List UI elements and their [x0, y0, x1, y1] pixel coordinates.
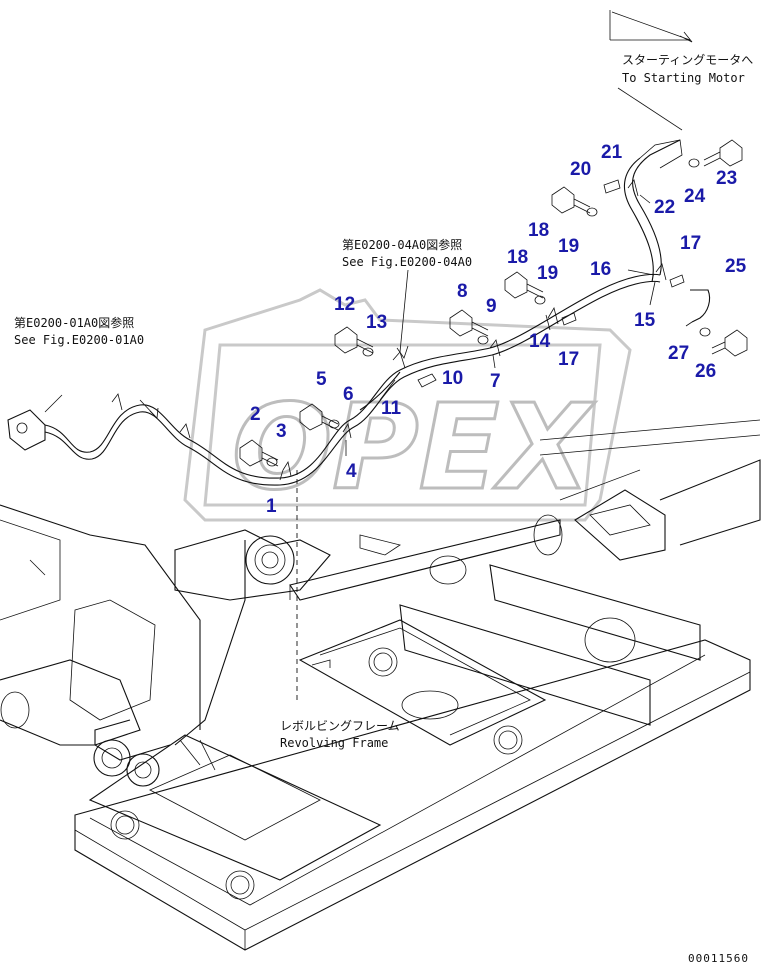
callout-24: 24: [684, 186, 706, 207]
callout-18a: 18: [528, 220, 549, 241]
callout-18b: 18: [507, 247, 528, 268]
note-fig04-en: See Fig.E0200-04A0: [342, 255, 472, 269]
watermark-logo: OPEX: [183, 288, 632, 522]
callout-1: 1: [266, 496, 277, 517]
callout-26: 26: [695, 361, 716, 382]
callout-25: 25: [725, 256, 747, 277]
callout-22: 22: [654, 197, 675, 218]
hardware-items: [239, 139, 748, 467]
note-starting-motor-jp: スターティングモータへ: [622, 53, 753, 67]
leader-lines: [44, 10, 693, 481]
note-frame-jp: レボルビングフレーム: [280, 719, 400, 733]
callout-9: 9: [486, 296, 497, 317]
callout-17a: 17: [680, 233, 701, 254]
note-starting-motor: スターティングモータへ To Starting Motor: [622, 53, 753, 85]
wiring-harness: [7, 139, 711, 486]
callout-19a: 19: [558, 236, 579, 257]
callout-4: 4: [346, 461, 357, 482]
callout-7: 7: [490, 371, 501, 392]
note-fig01-en: See Fig.E0200-01A0: [14, 333, 144, 347]
callout-23: 23: [716, 168, 737, 189]
callout-20: 20: [570, 159, 591, 180]
callout-12: 12: [334, 294, 355, 315]
callout-21: 21: [601, 142, 623, 163]
callout-17b: 17: [558, 349, 579, 370]
callout-19b: 19: [537, 263, 558, 284]
callout-10: 10: [442, 368, 463, 389]
callout-15: 15: [634, 310, 656, 331]
drawing-number: 00011560: [688, 952, 749, 965]
callout-13: 13: [366, 312, 387, 333]
note-starting-motor-en: To Starting Motor: [622, 71, 745, 85]
note-fig-04: 第E0200-04A0図参照 See Fig.E0200-04A0: [342, 237, 472, 269]
note-fig04-jp: 第E0200-04A0図参照: [342, 237, 462, 252]
callout-27: 27: [668, 343, 689, 364]
revolving-frame-drawing: [0, 419, 761, 951]
watermark-text: OPEX: [232, 378, 595, 516]
note-revolving-frame: レボルビングフレーム Revolving Frame: [280, 719, 400, 750]
callout-2: 2: [250, 404, 261, 425]
callout-11: 11: [381, 398, 402, 419]
callout-14: 14: [529, 331, 551, 352]
callout-6: 6: [343, 384, 354, 405]
callout-3: 3: [276, 421, 287, 442]
callout-8: 8: [457, 281, 468, 302]
note-fig01-jp: 第E0200-01A0図参照: [14, 315, 134, 330]
note-fig-01: 第E0200-01A0図参照 See Fig.E0200-01A0: [14, 315, 144, 347]
callout-numbers: 1 2 3 4 5 6 7 8 9 10 11 12 13 14 15 16 1…: [250, 142, 747, 517]
callout-16: 16: [590, 259, 611, 280]
callout-5: 5: [316, 369, 327, 390]
note-frame-en: Revolving Frame: [280, 736, 388, 750]
